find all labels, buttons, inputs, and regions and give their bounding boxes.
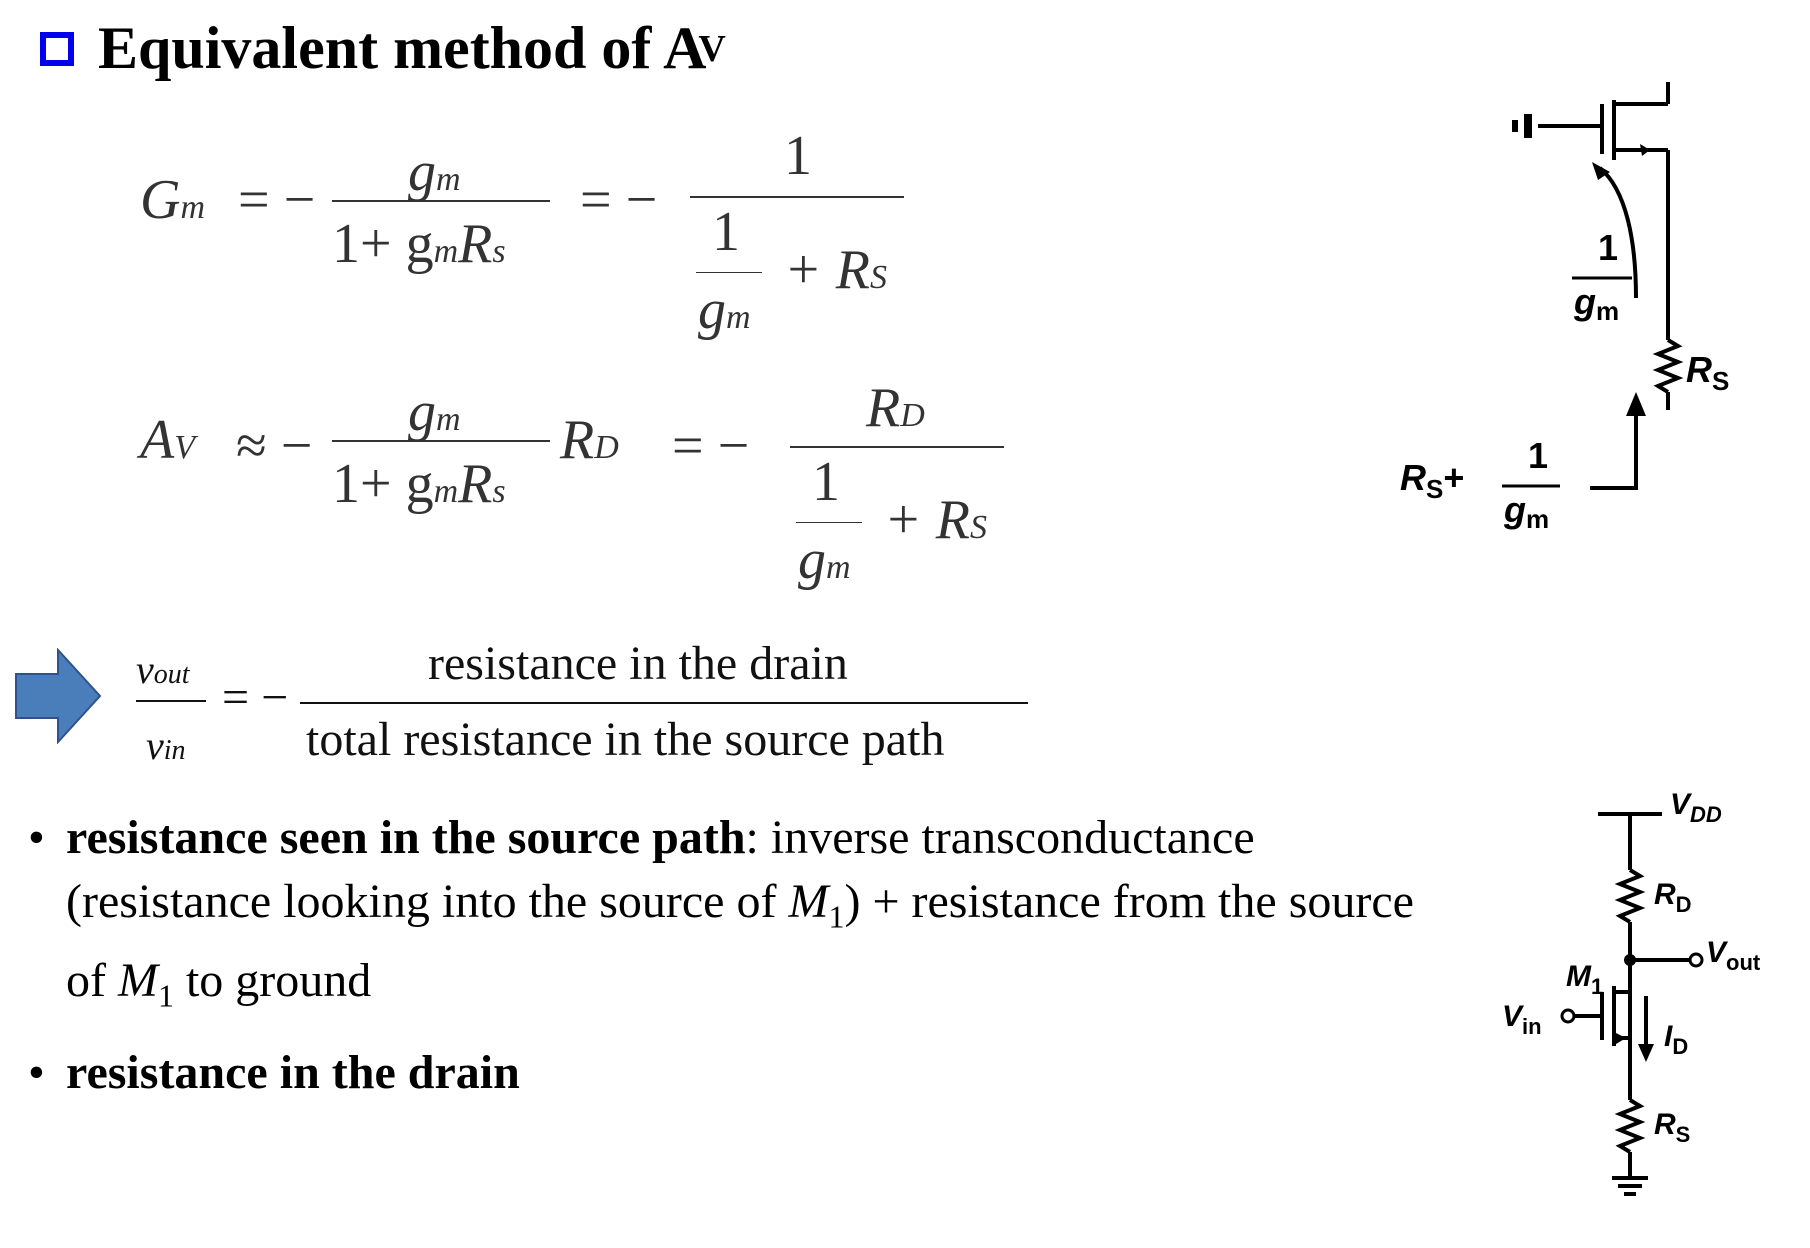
av-frac2-num: RD [866, 377, 925, 439]
av-inner-den: gm [798, 529, 851, 591]
av-plus-rs: + RS [884, 489, 987, 551]
bullet-item-source-path: • resistance seen in the source path: in… [28, 806, 1428, 1027]
ratio-main-line [300, 702, 1028, 704]
av-frac1-den: 1+ gmRs [332, 453, 506, 515]
common-source-circuit: VDD RD Vout M1 Vin ID RS [1502, 788, 1761, 1196]
title-text: Equivalent method of A [98, 15, 707, 81]
vout-label: Vout [1706, 936, 1761, 975]
ratio-numerator: resistance in the drain [428, 637, 848, 690]
m1-symbol: M [788, 875, 829, 928]
vdd-label: VDD [1670, 788, 1722, 827]
gm-inner-den: gm [698, 279, 751, 341]
ratio-v-line [136, 700, 206, 702]
m1-label: M1 [1566, 960, 1603, 999]
checkbox-icon [40, 31, 74, 66]
bullet-dot-icon: • [28, 811, 45, 864]
m1-symbol-2: M [117, 953, 158, 1007]
av-frac2-line [790, 446, 1004, 448]
gm-frac2-line [690, 196, 904, 198]
bullet-dot-icon: • [28, 1046, 45, 1100]
gm-lhs: Gm [140, 169, 206, 231]
av-eq-sign-2: = − [672, 415, 750, 477]
gm-frac1-num: gm [408, 141, 461, 203]
av-frac1-line [332, 440, 550, 442]
rs-label: RS [1654, 1108, 1690, 1147]
gm-frac1-line [332, 200, 550, 202]
top-gm-label: gm [1573, 281, 1619, 326]
top-one-label: 1 [1598, 227, 1618, 268]
right-arrow-icon [15, 648, 102, 744]
av-rd: RD [560, 409, 619, 471]
top-rs-label: RS [1686, 349, 1729, 396]
av-approx: ≈ − [236, 415, 313, 477]
bullet-text-a: : inverse transconductance (resistance l… [66, 811, 1255, 928]
sum-one-label: 1 [1528, 435, 1548, 476]
ratio-vin: vin [146, 723, 186, 768]
bullet-bold: resistance in the drain [66, 1046, 520, 1100]
ratio-denominator: total resistance in the source path [306, 713, 945, 766]
sum-rs-label: RS+ [1400, 457, 1464, 504]
bullet-text-c: to ground [173, 953, 372, 1007]
ratio-vout: vout [136, 647, 190, 692]
source-resistance-diagram: 1 gm RS RS+ 1 gm [1400, 82, 1729, 534]
av-inner-line [796, 522, 862, 523]
bullet-text-b: ) + resistance from the source of [66, 875, 1414, 1007]
bullet-list: • resistance seen in the source path: in… [28, 806, 1428, 1105]
gm-eq-sign: = − [238, 169, 316, 231]
bullet-bold: resistance seen in the source path [66, 811, 746, 864]
gm-frac2-num: 1 [784, 125, 812, 187]
gm-plus-rs: + RS [784, 239, 887, 301]
m1-sub-2: 1 [157, 977, 174, 1014]
vin-label: Vin [1502, 1000, 1542, 1039]
title-sub: V [698, 27, 726, 70]
gm-frac1-den: 1+ gmRs [332, 213, 506, 275]
ratio-eq-sign: = − [222, 671, 289, 724]
gm-inner-num: 1 [712, 201, 740, 263]
av-lhs: AV [140, 409, 195, 471]
bullet-item-drain: • resistance in the drain [28, 1041, 1428, 1105]
sum-gm-label: gm [1503, 489, 1549, 534]
gm-eq-sign-2: = − [580, 169, 658, 231]
m1-sub: 1 [828, 898, 845, 935]
gm-inner-line [696, 272, 762, 273]
av-frac1-num: gm [408, 381, 461, 443]
rd-label: RD [1654, 878, 1692, 917]
id-label: ID [1664, 1020, 1688, 1059]
av-inner-num: 1 [812, 451, 840, 513]
